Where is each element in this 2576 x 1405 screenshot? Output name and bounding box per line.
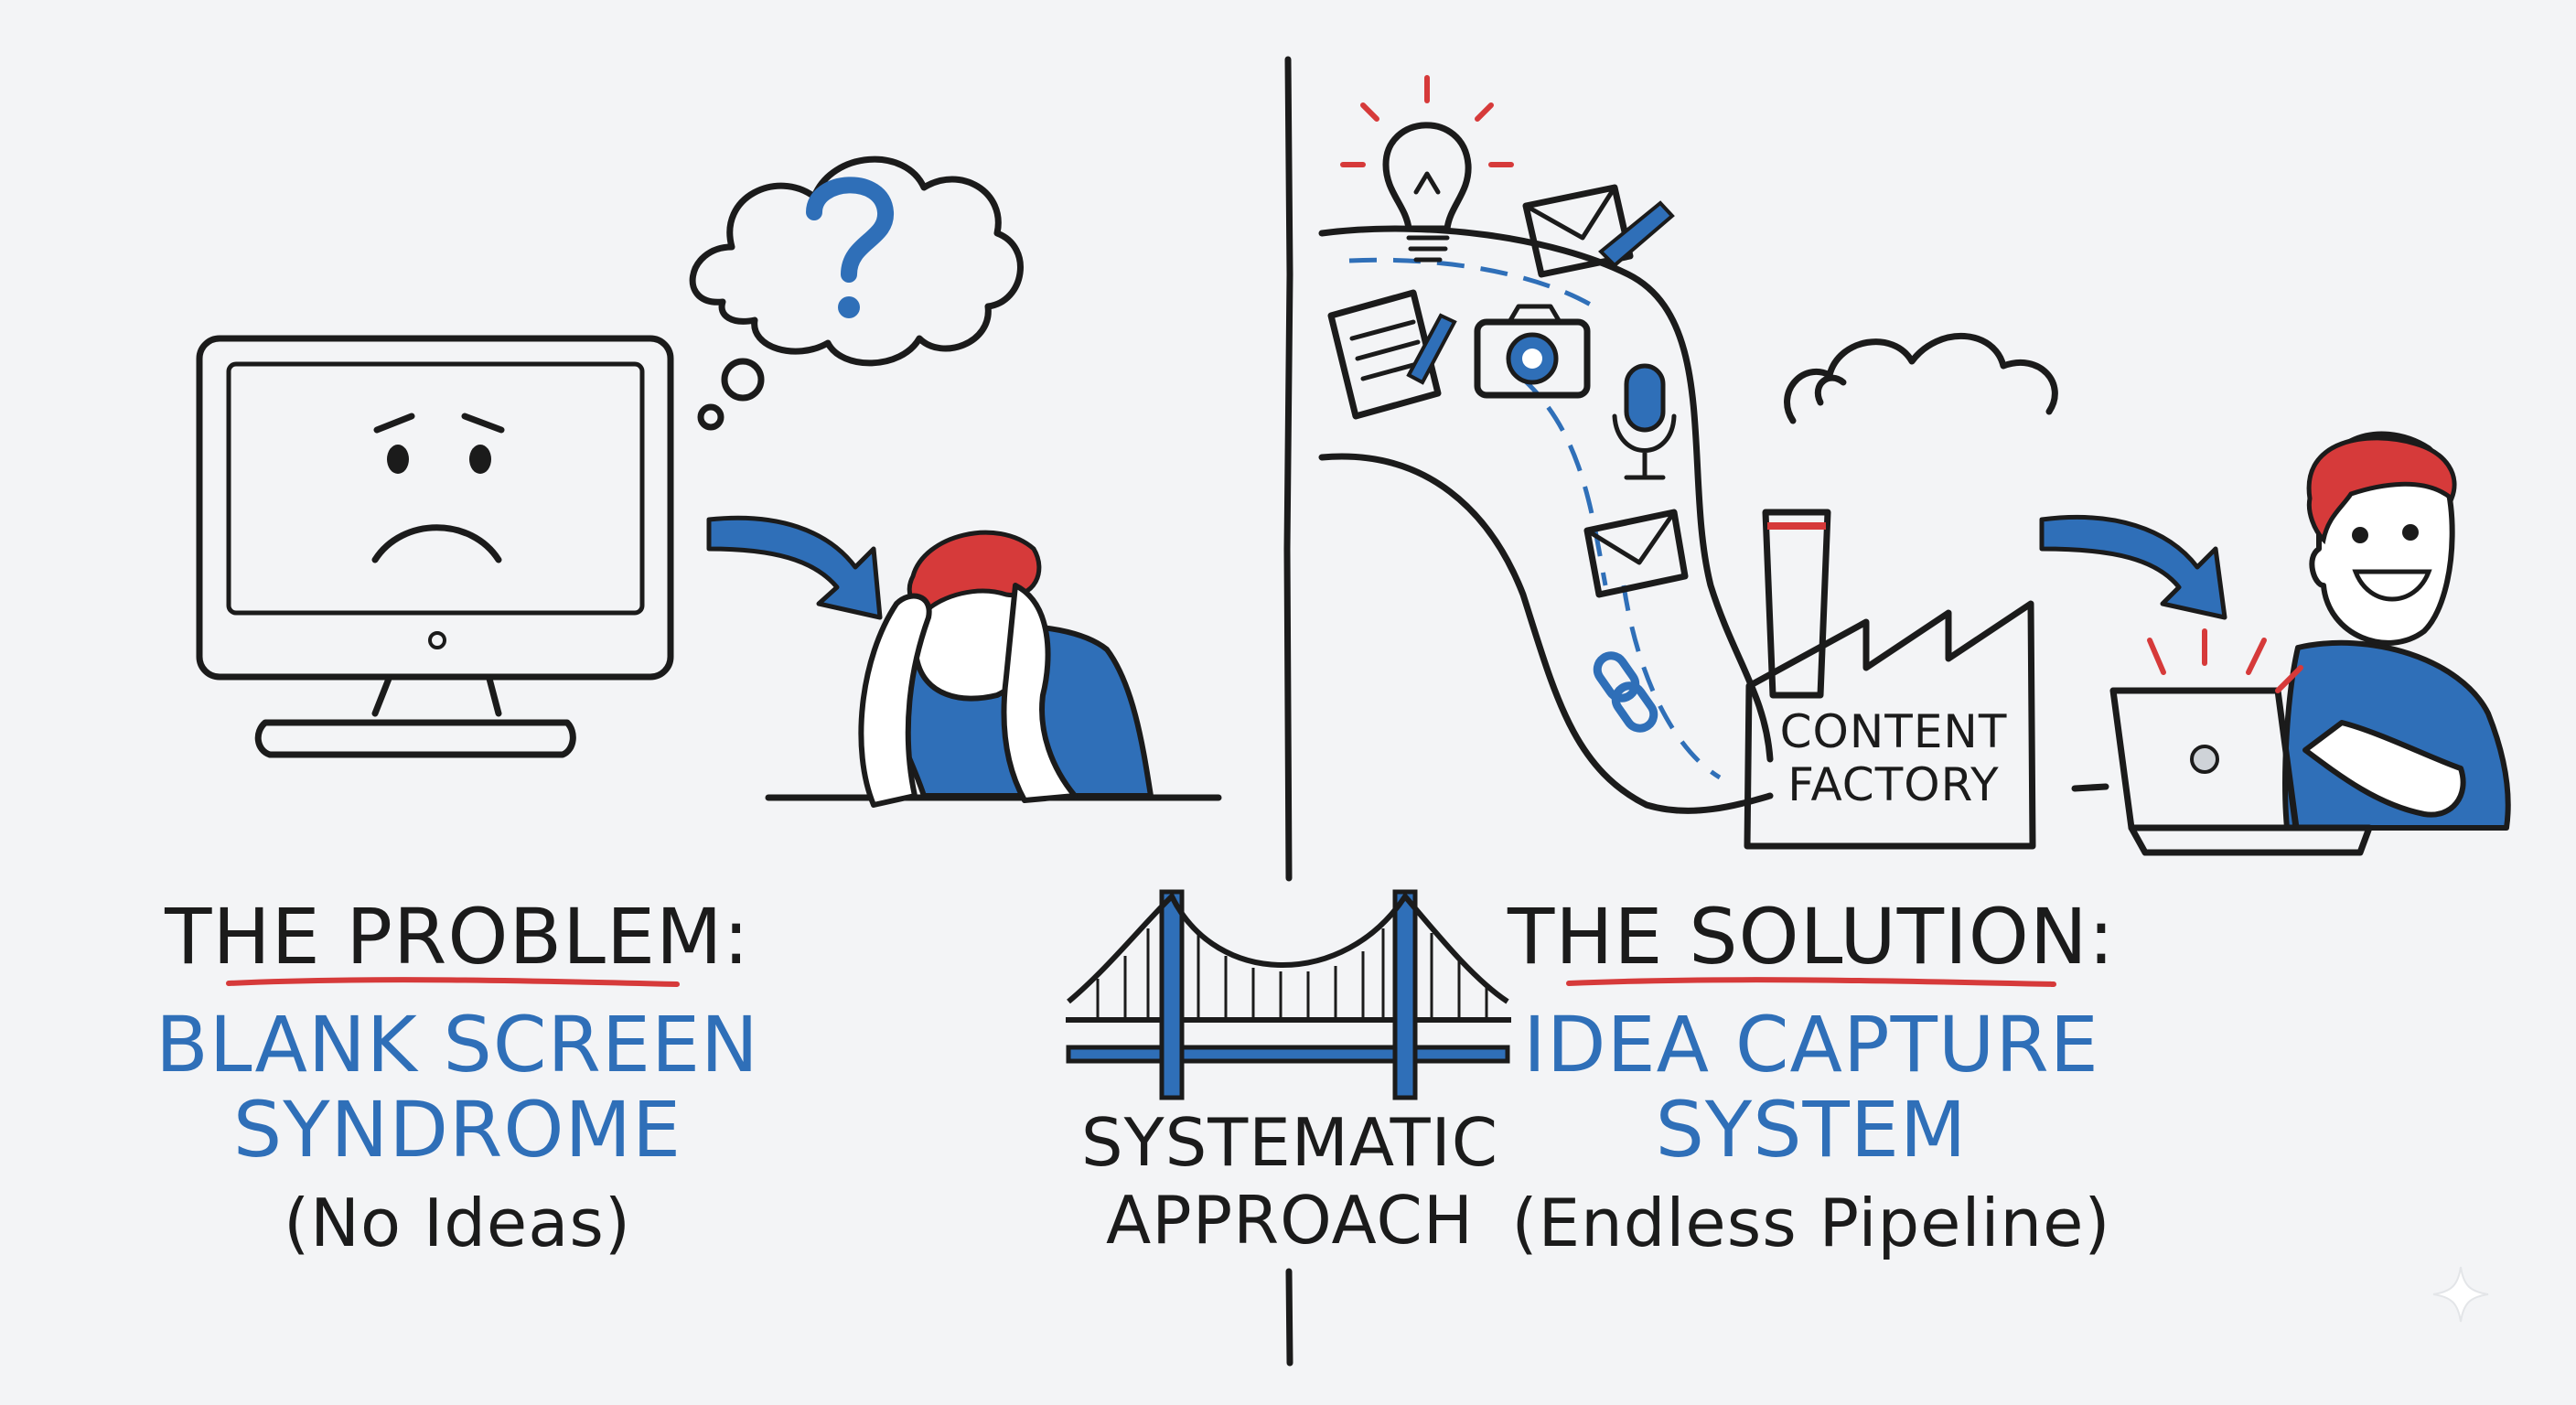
happy-person-laptop-icon [2071,431,2511,856]
microphone-icon [1612,363,1677,480]
sad-monitor-icon [196,335,674,758]
problem-arrow [706,515,883,620]
problem-title-line2: SYNDROME [232,1085,682,1174]
problem-subtitle: (No Ideas) [284,1185,631,1261]
solution-title-line2: SYSTEM [1655,1085,1968,1174]
factory-label-line2: FACTORY [1787,758,2000,811]
pipeline-path [1318,225,1774,814]
question-mark-icon [806,177,894,318]
link-icon [1593,651,1658,733]
envelope-icon [1583,509,1689,598]
problem-underline [226,977,680,987]
camera-icon [1474,304,1591,399]
solution-title-line1: IDEA CAPTURE [1523,1000,2099,1089]
problem-title-line1: BLANK SCREEN [156,1000,759,1089]
bridge-icon [1066,889,1511,1100]
solution-heading: THE SOLUTION: [1507,892,2116,981]
stressed-person-icon [765,530,1222,808]
solution-subtitle: (Endless Pipeline) [1511,1185,2111,1261]
lightbulb-icon [1340,75,1514,263]
factory-label-line1: CONTENT [1779,705,2008,758]
center-divider [1283,56,1293,1367]
middle-label-line2: APPROACH [1106,1182,1474,1259]
factory-icon [1744,332,2058,850]
notepad-icon [1327,289,1457,420]
problem-heading: THE PROBLEM: [165,892,750,981]
solution-arrow [2039,515,2227,620]
middle-label-line1: SYSTEMATIC [1080,1104,1499,1181]
solution-underline [1566,977,2056,987]
sparkle-icon [2432,1266,2489,1323]
thought-bubble [689,156,1024,431]
envelope-pencil-icon [1522,184,1675,278]
